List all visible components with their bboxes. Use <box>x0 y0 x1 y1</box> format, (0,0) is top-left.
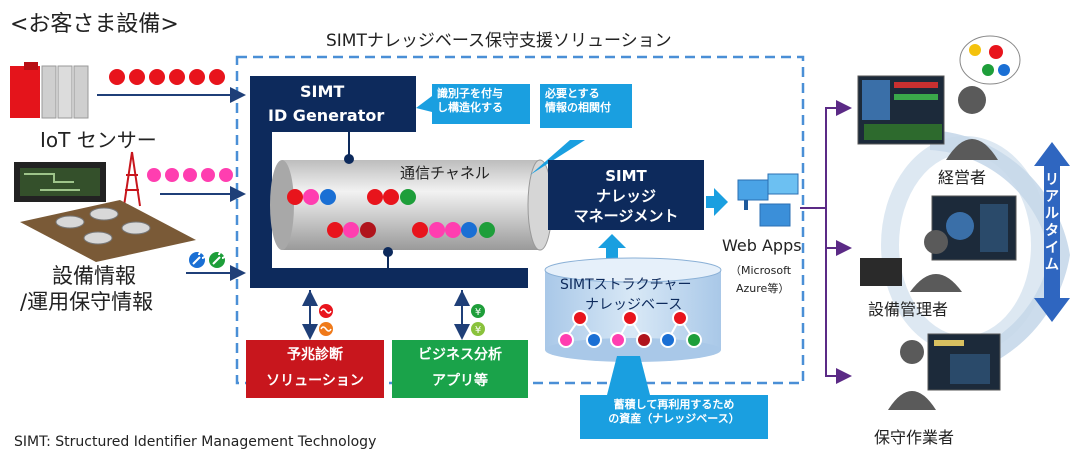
km-line2: ナレッジ <box>595 187 656 205</box>
business-line1: ビジネス分析 <box>418 347 502 363</box>
id-generator-frame <box>250 76 528 288</box>
wave-icon <box>319 304 333 336</box>
km-line1: SIMT <box>605 167 647 185</box>
identifier-pointer <box>416 96 432 112</box>
manager-screen-icon <box>931 195 1017 261</box>
asset-callout-line1: 蓄積して再利用するため <box>613 398 735 411</box>
correlate-callout-line1: 必要とする <box>545 87 600 100</box>
power-tower-icon <box>123 151 141 207</box>
wrench-icon <box>189 251 206 268</box>
executive-person-icon <box>946 86 998 160</box>
plant-tanks-icon <box>20 200 196 262</box>
equipment-manager-label: 設備管理者 <box>868 300 949 319</box>
asset-callout: 蓄積して再利用するため の資産（ナレッジベース） <box>580 395 768 439</box>
web-apps-sub1: （Microsoft <box>730 264 792 277</box>
identifier-callout-line1: 識別子を付与 <box>437 87 503 100</box>
executive-screen-icon <box>857 75 945 145</box>
equipment-info-label: 設備情報 <box>52 264 136 288</box>
svg-text:¥: ¥ <box>475 307 481 318</box>
knowledge-management-box: SIMT ナレッジ マネージメント <box>548 160 704 230</box>
asset-pointer <box>607 356 650 395</box>
web-apps-sub2: Azure等） <box>736 282 790 295</box>
yen-icon: ¥ ¥ <box>471 304 485 336</box>
svg-text:¥: ¥ <box>475 325 481 336</box>
web-apps-title: Web Apps <box>722 236 802 255</box>
correlate-callout: 必要とする 情報の相関付 <box>540 84 632 128</box>
footer-note: SIMT: Structured Identifier Management T… <box>14 434 377 450</box>
channel-label: 通信チャネル <box>400 164 490 182</box>
predictive-diagnosis-box: 予兆診断 ソリューション <box>246 340 384 398</box>
id-generator-line1: SIMT <box>300 82 345 101</box>
structure-kb-line1: SIMTストラクチャー <box>560 277 692 293</box>
maintenance-worker-label: 保守作業者 <box>874 428 955 447</box>
structure-kb-line2: ナレッジベース <box>585 297 683 313</box>
business-analysis-box: ビジネス分析 アプリ等 <box>392 340 528 398</box>
thought-bubble-icon <box>959 35 1021 85</box>
predictive-line1: 予兆診断 <box>287 347 343 363</box>
predictive-line2: ソリューション <box>266 373 364 389</box>
executive-label: 経営者 <box>938 168 987 187</box>
wrench-icon <box>209 251 226 268</box>
kb-graph-nodes <box>558 310 702 348</box>
id-generator-line2: ID Generator <box>268 106 385 125</box>
equipment-data-dots <box>147 168 233 182</box>
solution-title: SIMTナレッジベース保守支援ソリューション <box>326 31 672 51</box>
iot-sensor-label: IoT センサー <box>40 128 157 152</box>
identifier-callout-line2: し構造化する <box>437 101 503 114</box>
worker-person-icon <box>888 340 936 410</box>
customer-equipment-heading: <お客さま設備> <box>10 12 179 37</box>
correlate-pointer <box>530 140 585 175</box>
km-to-webapps-arrow <box>706 188 728 216</box>
identifier-callout: 識別子を付与 し構造化する <box>432 84 530 124</box>
worker-screen-icon <box>927 333 1001 391</box>
output-arrows <box>302 290 470 340</box>
business-line2: アプリ等 <box>432 373 488 389</box>
operation-info-label: /運用保守情報 <box>20 290 154 314</box>
manager-person-icon <box>860 230 962 292</box>
channel-connectors <box>344 132 393 268</box>
realtime-arrow <box>1034 142 1070 322</box>
km-line3: マネージメント <box>573 207 679 225</box>
realtime-label: リアルタイム <box>1045 172 1059 273</box>
communication-channel-cylinder <box>270 159 553 251</box>
correlate-callout-line2: 情報の相関付 <box>545 101 611 114</box>
channel-data-packets <box>287 189 495 238</box>
sensor-data-dots <box>109 69 225 85</box>
web-apps-icon <box>737 173 799 227</box>
asset-callout-line2: の資産（ナレッジベース） <box>608 412 740 425</box>
iot-sensor-device-icon <box>10 62 89 119</box>
equipment-panel-icon <box>14 162 106 202</box>
distribution-lines <box>800 100 852 384</box>
